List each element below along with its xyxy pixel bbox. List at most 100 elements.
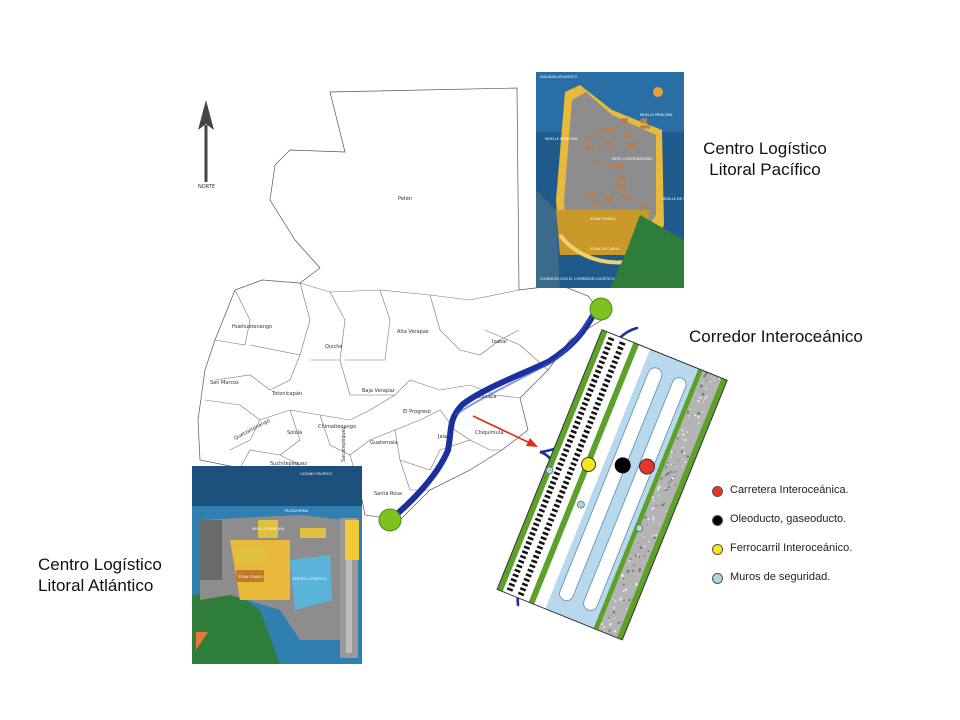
rail-tie [536,512,544,518]
container-block [640,204,648,208]
rail-tie [532,554,540,560]
rail-tie [559,457,566,462]
rail-tie [602,383,609,388]
gravel-speck [671,476,675,480]
dept-label-sacatepequez: Sacatepéquez [340,426,347,462]
rail-tie [525,573,532,578]
dept-label-chimaltenango: Chimaltenango [318,424,356,430]
rail-tie [574,452,581,458]
container-block [640,118,648,124]
gravel-speck [670,456,672,458]
rail-tie [529,531,536,537]
dept-label-huehuetenango: Huehuetenango [232,324,272,330]
gravel-speck [612,610,616,614]
rail-tie [581,434,589,439]
gravel-speck [664,473,668,476]
gravel-speck [656,488,660,491]
gravel-speck [673,474,675,476]
rail-tie [605,373,613,379]
rail-tie [551,508,559,513]
pacific-inset-text-2: MUELLE PRINCIPAL [545,137,578,141]
rail-tie [536,545,544,550]
rail-tie [559,489,566,495]
rail-tie [602,350,609,356]
gravel-speck [704,397,706,400]
atlantic-node [378,508,402,532]
gravel-speck [647,518,650,521]
gravel-speck [673,483,676,486]
rail-tie [574,420,581,425]
gravel-speck [682,446,685,449]
gravel-speck [718,377,721,380]
dept-label-quiche: Quiché [325,343,343,350]
gravel-speck [674,470,677,473]
rail-tie [589,383,596,388]
gravel-speck [643,554,646,557]
atlantic-inset-text-5: CENTRO LOGÍSTICO [292,576,327,581]
north-label: NORTE [198,184,215,190]
dept-label-santa-rosa: Santa Rosa [374,491,402,497]
rail-tie [607,369,615,374]
container-block [613,163,624,168]
gravel-speck [699,396,702,399]
gravel-speck [687,415,690,417]
rail-tie [575,447,583,453]
gravel-speck [607,619,610,621]
gravel-speck [660,477,663,480]
container-block [624,132,632,138]
gravel-speck [643,536,645,538]
rail-tie [594,369,602,374]
rail-tie [619,341,626,346]
rail-tie [566,471,574,476]
container-block [620,118,628,124]
rail-tie [607,336,615,342]
gravel-speck [666,472,670,475]
atlantic-title: Centro Logístico Litoral Atlántico [38,554,188,596]
rail-tie [592,373,600,379]
gravel-speck [608,629,611,632]
rail-tie [551,475,559,481]
gravel-speck [653,515,655,518]
atlantic-port-inset: OCÉANO PACÍFICO PLATAFORMA MUELLE PRINCI… [192,466,362,664]
gravel-speck [624,588,628,591]
container-block [605,199,613,203]
gravel-speck [603,630,606,632]
gravel-speck [622,589,625,592]
rail-tie [564,443,572,448]
gravel-speck [622,577,625,580]
rail-tie [585,392,592,398]
rail-tie [600,355,607,360]
gravel-speck [655,534,658,537]
gravel-speck [697,414,700,418]
gravel-speck [612,598,614,601]
container-block [640,125,651,129]
gravel-speck [680,447,682,449]
atlantic-title-line1: Centro Logístico [38,555,162,574]
pacific-inset-text-4: PATIO CONTENEDORES [612,157,653,161]
rail-tie [577,410,585,416]
rail-tie [561,452,568,458]
pacific-inset-text-8: CONEXIÓN CON EL CORREDOR LOGÍSTICO [540,276,615,281]
container-block [593,160,601,164]
rail-tie [553,503,560,509]
pacific-container-blocks [584,118,651,208]
rail-tie [542,499,549,504]
rail-tie [544,526,551,532]
gravel-speck [697,422,700,425]
gravel-speck [657,495,660,497]
gravel-speck [693,414,697,417]
rail-tie [534,549,542,555]
gravel-speck [661,503,665,507]
gravel-speck [617,622,620,625]
gravel-speck [652,506,655,510]
container-block [618,175,626,181]
pipeline-marker [614,457,631,474]
gravel-speck [613,629,617,633]
gravel-speck [702,400,705,403]
gravel-speck [646,523,648,526]
rail-tie [606,341,613,347]
gravel-speck [677,459,680,462]
rail-tie [604,378,611,383]
gravel-speck [613,617,615,620]
